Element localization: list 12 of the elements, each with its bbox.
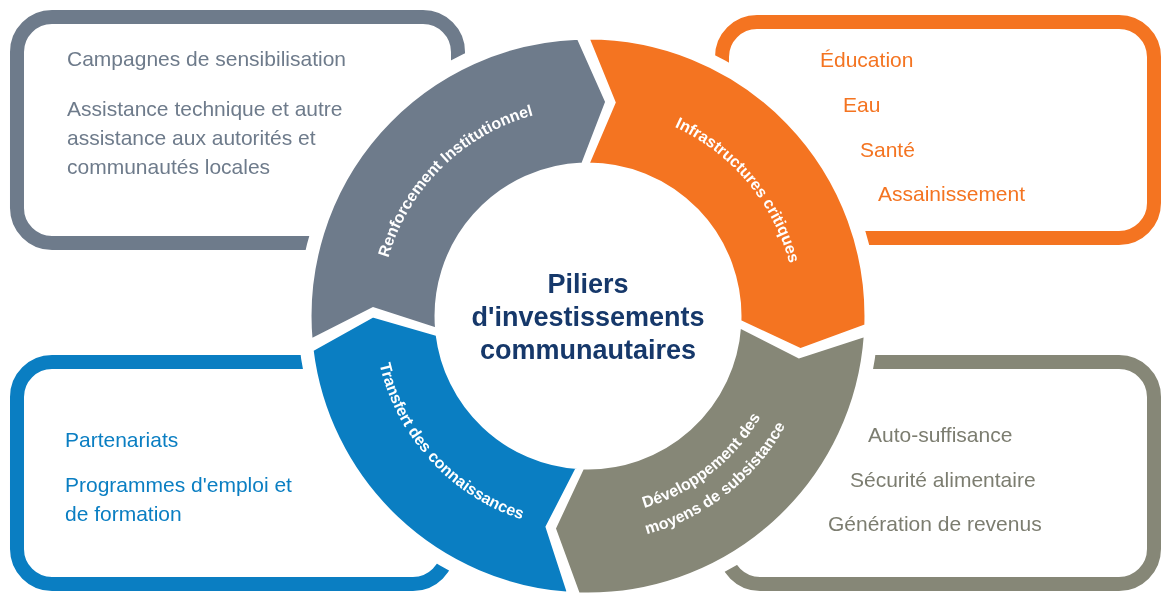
list-item: Génération de revenus bbox=[828, 511, 1042, 537]
list-item: Auto-suffisance bbox=[868, 422, 1013, 448]
list-item: Campagnes de sensibilisation bbox=[67, 46, 346, 72]
list-item: Programmes d'emploi et de formation bbox=[65, 472, 293, 527]
list-item: Partenariats bbox=[65, 427, 179, 453]
list-item: Sécurité alimentaire bbox=[850, 467, 1036, 493]
list-item: Assainissement bbox=[878, 181, 1026, 207]
list-item: Éducation bbox=[820, 47, 914, 73]
hub-title: Piliers d'investissements communautaires bbox=[450, 268, 726, 367]
list-item: Assistance technique et autre assistance aux autorités et communautés locales bbox=[67, 96, 344, 180]
list-item: Eau bbox=[843, 92, 881, 118]
list-item: Santé bbox=[860, 137, 915, 163]
